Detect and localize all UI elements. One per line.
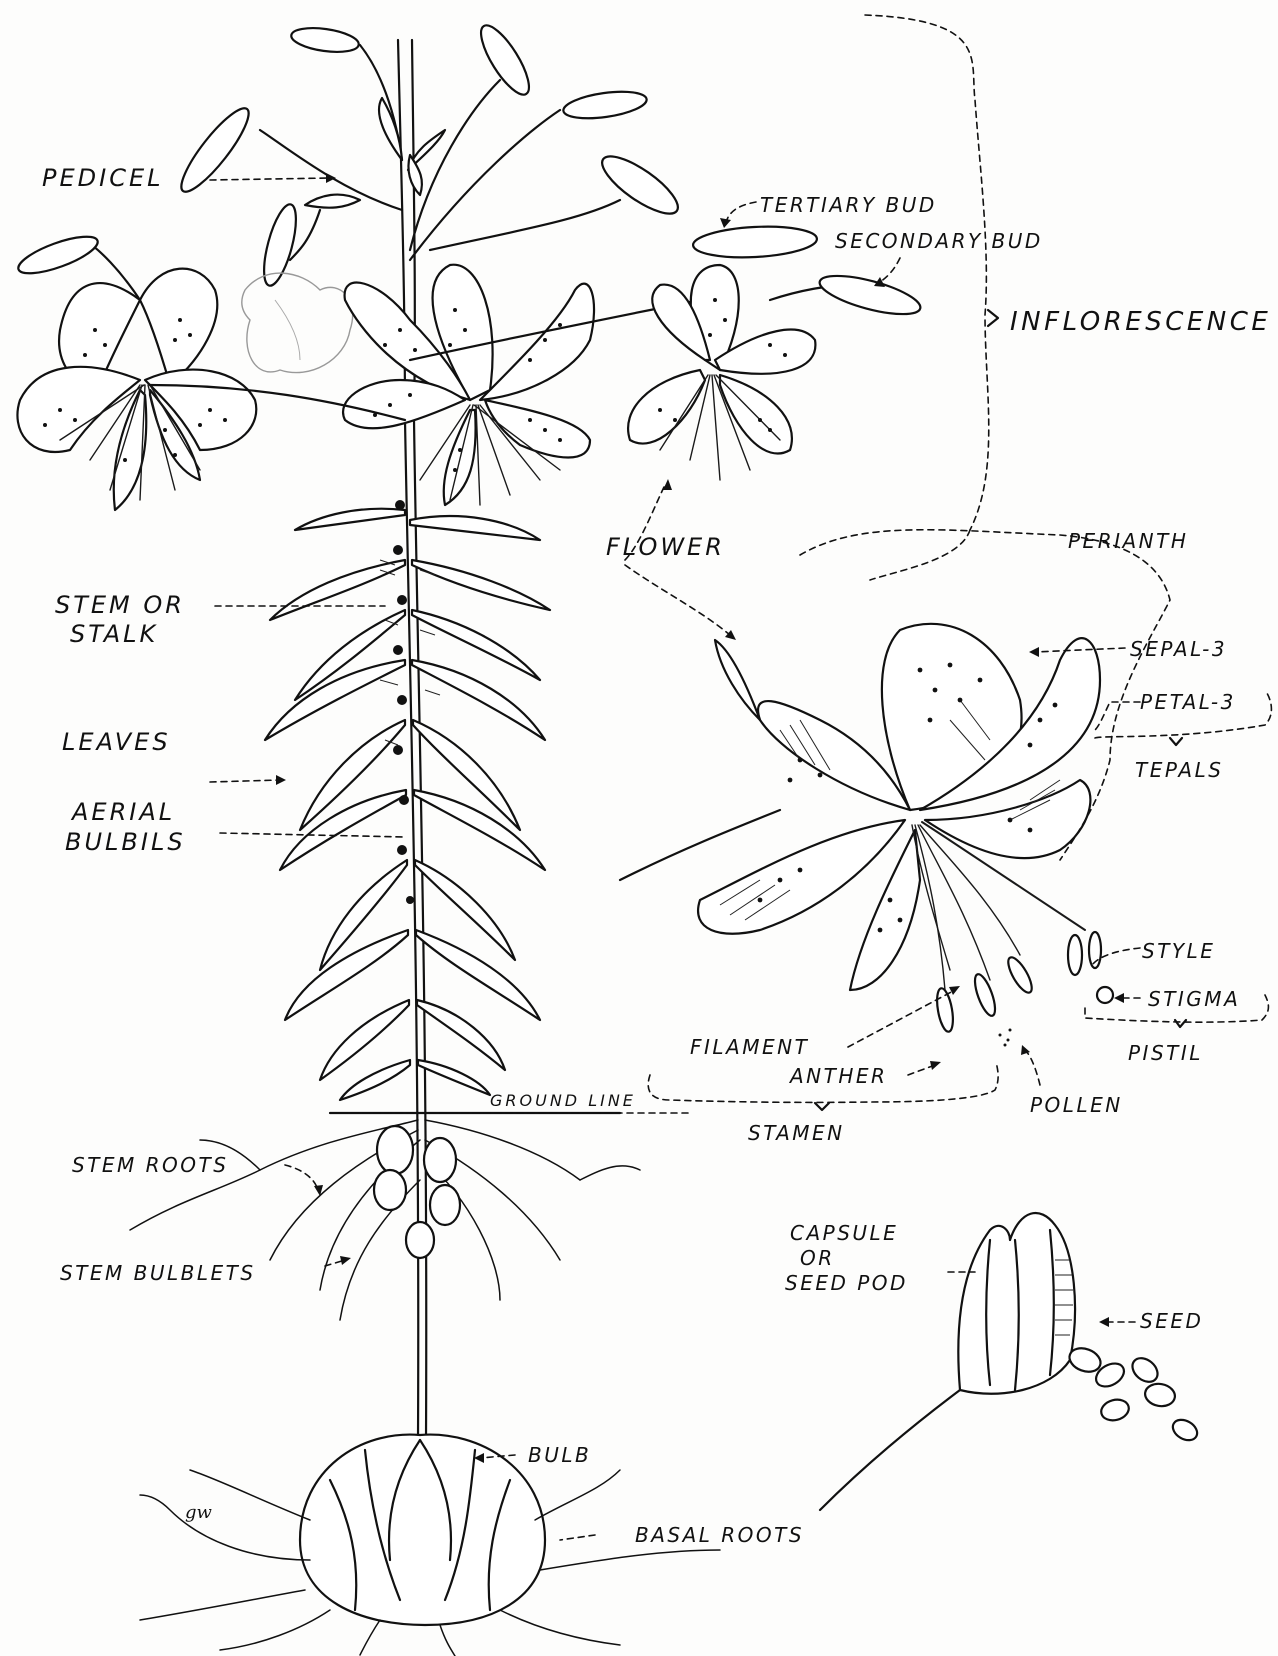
detail-flower [620,624,1113,1047]
bulb [300,1435,545,1625]
label-secondary-bud: SECONDARY BUD [835,229,1043,253]
label-perianth: PERIANTH [1068,529,1188,553]
artist-signature: gw [185,1502,213,1523]
left-flower [17,269,256,510]
label-seed: SEED [1140,1309,1203,1333]
label-flower: FLOWER [606,533,725,561]
label-sepal: SEPAL-3 [1130,637,1227,661]
label-pedicel: PEDICEL [42,164,164,192]
label-stamen: STAMEN [748,1121,845,1145]
seeds [1066,1344,1201,1444]
label-bulb: BULB [528,1443,591,1467]
label-capsule: CAPSULE [790,1221,898,1245]
label-ground-line: GROUND LINE [490,1091,636,1110]
label-anther: ANTHER [788,1064,887,1088]
faded-flower [242,273,353,373]
label-inflorescence: INFLORESCENCE [1010,307,1271,337]
label-aerial: AERIAL [70,798,175,826]
label-stalk: STALK [70,620,158,648]
label-filament: FILAMENT [690,1035,809,1059]
label-bulbils: BULBILS [65,828,186,856]
label-leaves: LEAVES [62,728,171,756]
label-stem-bulblets: STEM BULBLETS [60,1261,256,1285]
label-seed-pod: SEED POD [785,1271,908,1295]
label-style: STYLE [1142,939,1215,963]
label-pollen: POLLEN [1030,1093,1123,1117]
center-flower [343,265,594,505]
label-stem-roots: STEM ROOTS [72,1153,228,1177]
label-basal-roots: BASAL ROOTS [635,1523,804,1547]
capsule [820,1213,1075,1510]
labels: PEDICEL TERTIARY BUD SECONDARY BUD INFLO… [42,164,1271,1547]
label-stem-or: STEM OR [55,591,185,619]
label-pistil: PISTIL [1128,1041,1203,1065]
label-tertiary-bud: TERTIARY BUD [760,193,937,217]
label-or: OR [800,1246,835,1270]
label-tepals: TEPALS [1135,758,1223,782]
label-stigma: STIGMA [1148,987,1240,1011]
label-petal: PETAL-3 [1140,690,1236,714]
